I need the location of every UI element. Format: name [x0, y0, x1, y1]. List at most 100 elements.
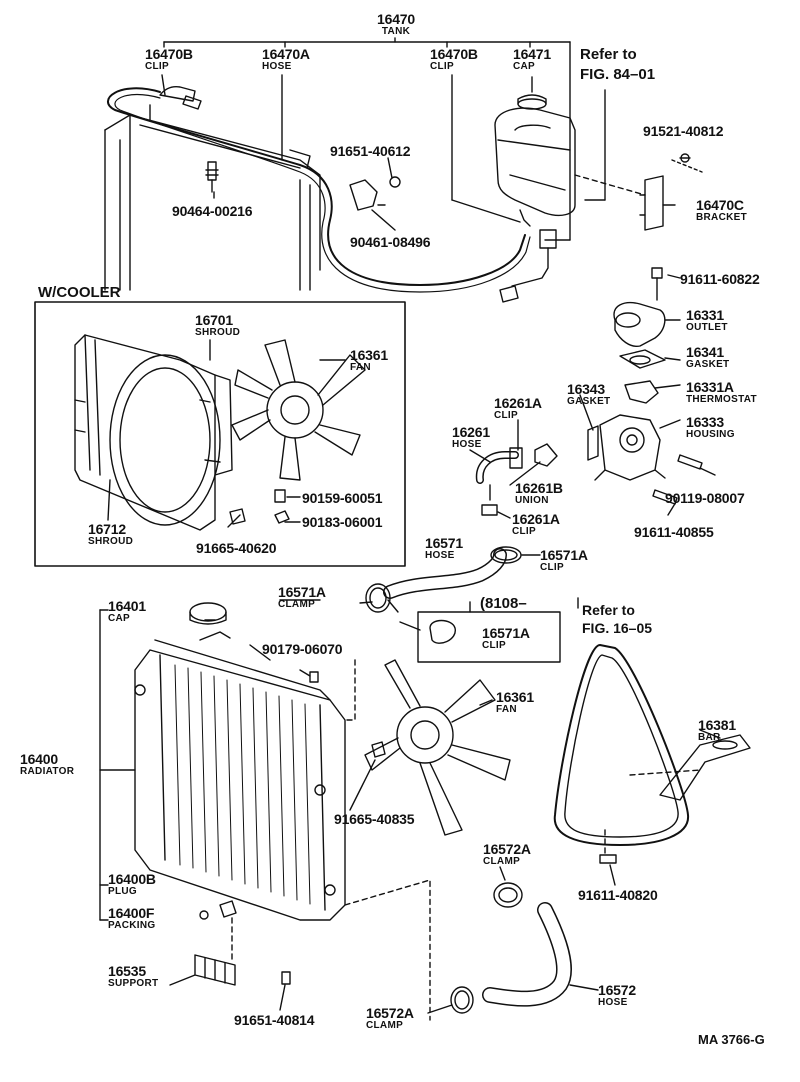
callout-16535[interactable]: 16535 SUPPORT: [108, 964, 158, 989]
part-name: HOUSING: [686, 429, 735, 440]
callout-16261[interactable]: 16261 HOSE: [452, 425, 490, 450]
callout-90159-60051[interactable]: 90159-60051: [302, 491, 383, 505]
group-label: W/COOLER: [38, 284, 121, 301]
part-name: SHROUD: [195, 327, 241, 338]
callout-16400f[interactable]: 16400F PACKING: [108, 906, 155, 931]
part-number: 16572: [598, 982, 636, 998]
callout-16470b-left[interactable]: 16470B CLIP: [145, 47, 193, 72]
callout-91611-40820[interactable]: 91611-40820: [578, 888, 658, 902]
part-number: 91665-40620: [196, 540, 277, 556]
tank-leader-lines: [161, 37, 606, 241]
callout-16470[interactable]: 16470 TANK: [365, 12, 427, 37]
part-name: CLAMP: [483, 856, 521, 867]
fan-sketch: [364, 659, 511, 836]
callout-16361-bottom[interactable]: 16361 FAN: [496, 690, 534, 715]
callout-16571a-right[interactable]: 16571A CLIP: [540, 548, 588, 573]
callout-16572[interactable]: 16572 HOSE: [598, 983, 636, 1008]
callout-16381[interactable]: 16381 BAR: [698, 718, 736, 743]
callout-16401[interactable]: 16401 CAP: [108, 599, 146, 624]
part-number: 16701: [195, 312, 233, 328]
reference-line-1: Refer to: [582, 602, 635, 618]
callout-16400b[interactable]: 16400B PLUG: [108, 872, 156, 897]
misc-leader-lines: [107, 157, 721, 1014]
part-number: 16470B: [430, 46, 478, 62]
callout-16712[interactable]: 16712 SHROUD: [88, 522, 133, 547]
reference-fig-16: Refer to FIG. 16–05: [582, 603, 652, 635]
callout-16331[interactable]: 16331 OUTLET: [686, 308, 728, 333]
part-name: HOSE: [425, 550, 455, 561]
callout-16341[interactable]: 16341 GASKET: [686, 345, 729, 370]
callout-16400[interactable]: 16400 RADIATOR: [20, 752, 74, 777]
part-number: 91611-60822: [680, 271, 760, 287]
callout-90461-08496[interactable]: 90461-08496: [350, 235, 431, 249]
part-number: 16571: [425, 535, 463, 551]
inset-clip-sketch: [429, 619, 456, 644]
reference-line-2: FIG. 84–01: [580, 66, 656, 83]
callout-16572a-bottom[interactable]: 16572A CLAMP: [366, 1006, 414, 1031]
part-name: CLIP: [430, 61, 454, 72]
part-name: OUTLET: [686, 322, 728, 333]
callout-16261a-top[interactable]: 16261A CLIP: [494, 396, 542, 421]
callout-91521-40812[interactable]: 91521-40812: [643, 123, 724, 139]
part-number: 91665-40835: [334, 811, 415, 827]
part-name: BAR: [698, 732, 721, 743]
callout-16471[interactable]: 16471 CAP: [513, 47, 551, 72]
part-number: 91651-40612: [330, 143, 411, 159]
w-cooler-frame: [34, 301, 406, 567]
part-number: 16571A: [278, 584, 326, 600]
callout-91611-40855[interactable]: 91611-40855: [634, 525, 714, 539]
upper-hose-sketch: [365, 546, 522, 613]
part-name: CLIP: [512, 526, 536, 537]
part-name: TANK: [381, 26, 411, 37]
callout-16343[interactable]: 16343 GASKET: [567, 382, 610, 407]
callout-90179-06070[interactable]: 90179-06070: [262, 642, 343, 656]
part-number: 16535: [108, 963, 146, 979]
callout-90119-08007[interactable]: 90119-08007: [665, 491, 745, 505]
callout-91665-40835[interactable]: 91665-40835: [334, 811, 415, 827]
part-number: 16361: [496, 689, 534, 705]
part-number: 16261B: [515, 480, 563, 496]
radiator-leader-lines: [99, 609, 196, 986]
reference-line-1: Refer to: [580, 46, 637, 63]
part-name: PLUG: [108, 886, 137, 897]
callout-16701[interactable]: 16701 SHROUD: [195, 313, 240, 338]
callout-16571[interactable]: 16571 HOSE: [425, 536, 463, 561]
callout-16571a-inset[interactable]: 16571A CLIP: [482, 626, 530, 651]
callout-90183-06001[interactable]: 90183-06001: [302, 514, 383, 530]
fan-belt-sketch: [553, 644, 751, 864]
callout-16333[interactable]: 16333 HOUSING: [686, 415, 735, 440]
part-number: 91521-40812: [643, 123, 724, 139]
lower-hose-sketch: [450, 882, 572, 1014]
callout-16331a[interactable]: 16331A THERMOSTAT: [686, 380, 757, 405]
part-name: CLIP: [145, 61, 169, 72]
callout-91665-40620[interactable]: 91665-40620: [196, 540, 277, 556]
callout-91611-60822[interactable]: 91611-60822: [680, 272, 760, 286]
part-name: GASKET: [567, 396, 611, 407]
callout-16572a-top[interactable]: 16572A CLAMP: [483, 842, 531, 867]
part-name: RADIATOR: [20, 766, 75, 777]
callout-91651-40612[interactable]: 91651-40612: [330, 143, 411, 159]
part-number: 90183-06001: [302, 514, 383, 530]
part-number: 16572A: [366, 1005, 414, 1021]
callout-16470b-right[interactable]: 16470B CLIP: [430, 47, 478, 72]
callout-16261b[interactable]: 16261B UNION: [515, 481, 563, 506]
part-number: 16470C: [696, 197, 744, 213]
callout-16361-top[interactable]: 16361 FAN: [350, 348, 388, 373]
callout-91651-40814[interactable]: 91651-40814: [234, 1013, 315, 1027]
callout-16470a[interactable]: 16470A HOSE: [262, 47, 310, 72]
date-note-text: (8108–: [480, 595, 527, 612]
part-number: 16571A: [540, 547, 588, 563]
part-name: CAP: [108, 613, 131, 624]
drawing-code-text: MA 3766-G: [698, 1032, 765, 1047]
callout-16470c[interactable]: 16470C BRACKET: [696, 198, 747, 223]
part-number: 16400: [20, 751, 58, 767]
part-name: HOSE: [262, 61, 292, 72]
callout-16571a-left[interactable]: 16571A CLAMP: [278, 585, 326, 610]
part-number: 16341: [686, 344, 724, 360]
callout-16261a-bottom[interactable]: 16261A CLIP: [512, 512, 560, 537]
part-name: CLIP: [482, 640, 506, 651]
callout-90464-00216[interactable]: 90464-00216: [172, 204, 253, 218]
part-number: 16470A: [262, 46, 310, 62]
